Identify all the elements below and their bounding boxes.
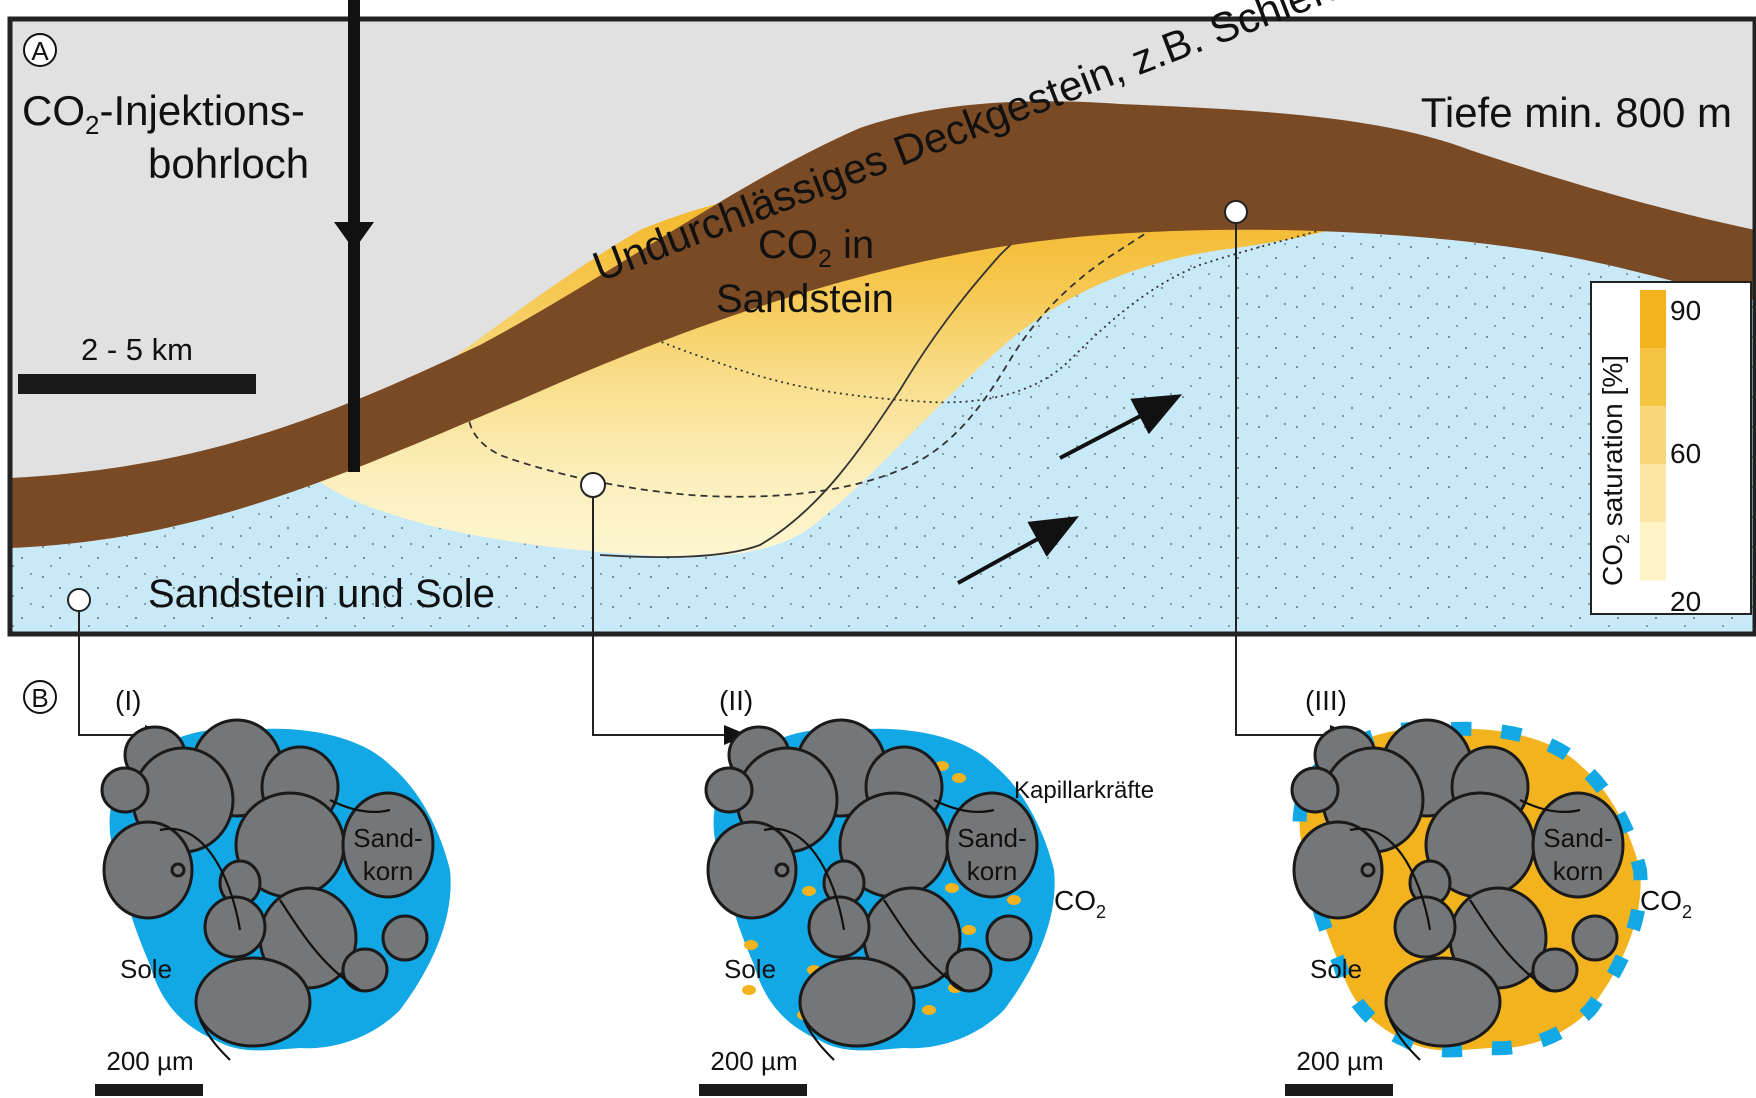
co2-droplet — [922, 1005, 936, 1015]
co2-droplet — [742, 985, 756, 995]
grain-label-line2: korn — [363, 856, 414, 886]
sand-grain — [945, 791, 1039, 899]
legend-tick-60: 60 — [1670, 438, 1701, 469]
sand-grain — [704, 766, 754, 814]
co2-droplet — [962, 925, 976, 935]
legend-swatch — [1640, 290, 1666, 349]
co2-droplet — [945, 883, 959, 893]
sand-grain — [1292, 820, 1384, 920]
co2-plume-label-line2: Sandstein — [716, 277, 894, 321]
sand-grain — [985, 914, 1033, 962]
sand-grain — [774, 862, 790, 878]
sand-grain — [194, 956, 312, 1048]
co2-label: CO2 — [1640, 885, 1692, 922]
sand-grain — [807, 895, 871, 959]
sand-grain — [945, 947, 993, 993]
residual-brine-rim — [1292, 721, 1648, 1058]
legend-tick-20: 20 — [1670, 586, 1701, 617]
sample-leader-lines — [67, 200, 1354, 745]
well-label: CO2-Injektions- — [22, 87, 305, 140]
sand-grain — [798, 956, 916, 1048]
scale-bar-km-label: 2 - 5 km — [81, 332, 193, 367]
flow-path — [763, 799, 995, 1061]
legend-swatch — [1640, 348, 1666, 407]
well-label-line2: bohrloch — [148, 140, 309, 187]
caprock-layer — [10, 101, 1755, 548]
pore-panel-label: (III) — [1305, 685, 1347, 716]
saturation-legend: CO2 saturation [%] 90 60 20 — [1590, 281, 1752, 617]
panel-a-marker-circle — [23, 33, 57, 67]
co2-droplet — [1007, 895, 1021, 905]
sand-grain — [341, 791, 435, 899]
sand-grain — [706, 820, 798, 920]
cross-section-panel — [10, 19, 1755, 634]
panel-a-marker: A — [31, 36, 49, 66]
flow-path — [159, 799, 391, 1061]
legend-color-ramp — [1640, 290, 1666, 581]
scale-bar-um-label: 200 µm — [710, 1046, 797, 1076]
injection-direction-arrow — [334, 222, 374, 250]
sand-grain — [1571, 914, 1619, 962]
scale-bar-km — [18, 374, 256, 394]
sand-grain — [1531, 947, 1579, 993]
legend-swatch — [1640, 522, 1666, 581]
saturation-contour-dashed — [466, 179, 1187, 498]
grain-label: Sand- — [957, 823, 1026, 853]
cross-section-frame — [7, 16, 1756, 637]
flow-path — [1349, 799, 1581, 1061]
co2-droplet — [744, 940, 758, 950]
flow-arrow-upper — [1059, 394, 1183, 460]
scale-bar-um — [95, 1084, 203, 1096]
sand-grain — [341, 947, 389, 993]
pore-panel-1: (I) Sole Sand-korn 200 µm — [95, 685, 451, 1096]
grain-label-line2: korn — [967, 856, 1018, 886]
pore-panel-label: (II) — [719, 685, 753, 716]
sand-grain — [1360, 862, 1376, 878]
sample-point-low-co2 — [580, 472, 606, 498]
scale-bar-um — [1285, 1084, 1393, 1096]
capillary-forces-label: Kapillarkräfte — [1014, 777, 1154, 804]
sand-grain — [1393, 895, 1457, 959]
saturation-contour-dotted — [614, 209, 1386, 404]
sample-point-brine — [67, 588, 91, 612]
reservoir-label: Sandstein und Sole — [148, 572, 495, 616]
brine-label: Sole — [120, 954, 172, 984]
grain-label-line2: korn — [1553, 856, 1604, 886]
co2-plume-label: CO2 in — [758, 223, 874, 273]
co2-plume — [300, 173, 1385, 557]
panel-b-marker-circle — [23, 680, 57, 714]
sand-grain — [203, 895, 267, 959]
legend-swatch — [1640, 406, 1666, 465]
grain-label: Sand- — [1543, 823, 1612, 853]
brine-label: Sole — [1310, 954, 1362, 984]
legend-title: CO2 saturation [%] — [1597, 355, 1633, 586]
legend-tick-90: 90 — [1670, 295, 1701, 326]
sample-point-high-co2 — [1224, 200, 1248, 224]
brine-label: Sole — [724, 954, 776, 984]
scale-bar-um-label: 200 µm — [1296, 1046, 1383, 1076]
sand-grain — [102, 820, 194, 920]
co2-label: CO2 — [1054, 885, 1106, 922]
pore-panel-label: (I) — [115, 685, 141, 716]
co2-droplet — [952, 773, 966, 783]
grain-label: Sand- — [353, 823, 422, 853]
sand-grain — [381, 914, 429, 962]
legend-swatch — [1640, 464, 1666, 523]
sand-grain — [100, 766, 150, 814]
sand-grain — [1384, 956, 1502, 1048]
sand-grain — [170, 862, 186, 878]
panel-b-marker: B — [31, 683, 48, 713]
flow-arrow-lower — [957, 516, 1080, 585]
co2-droplet — [802, 886, 816, 896]
depth-label: Tiefe min. 800 m — [1421, 89, 1732, 136]
scale-bar-um — [699, 1084, 807, 1096]
sand-grain — [1531, 791, 1625, 899]
scale-bar-um-label: 200 µm — [106, 1046, 193, 1076]
pore-scale-panels: (I) Sole Sand-korn 200 µm (II) Sole Sand-kornC… — [95, 685, 1692, 1096]
sand-grain — [1290, 766, 1340, 814]
